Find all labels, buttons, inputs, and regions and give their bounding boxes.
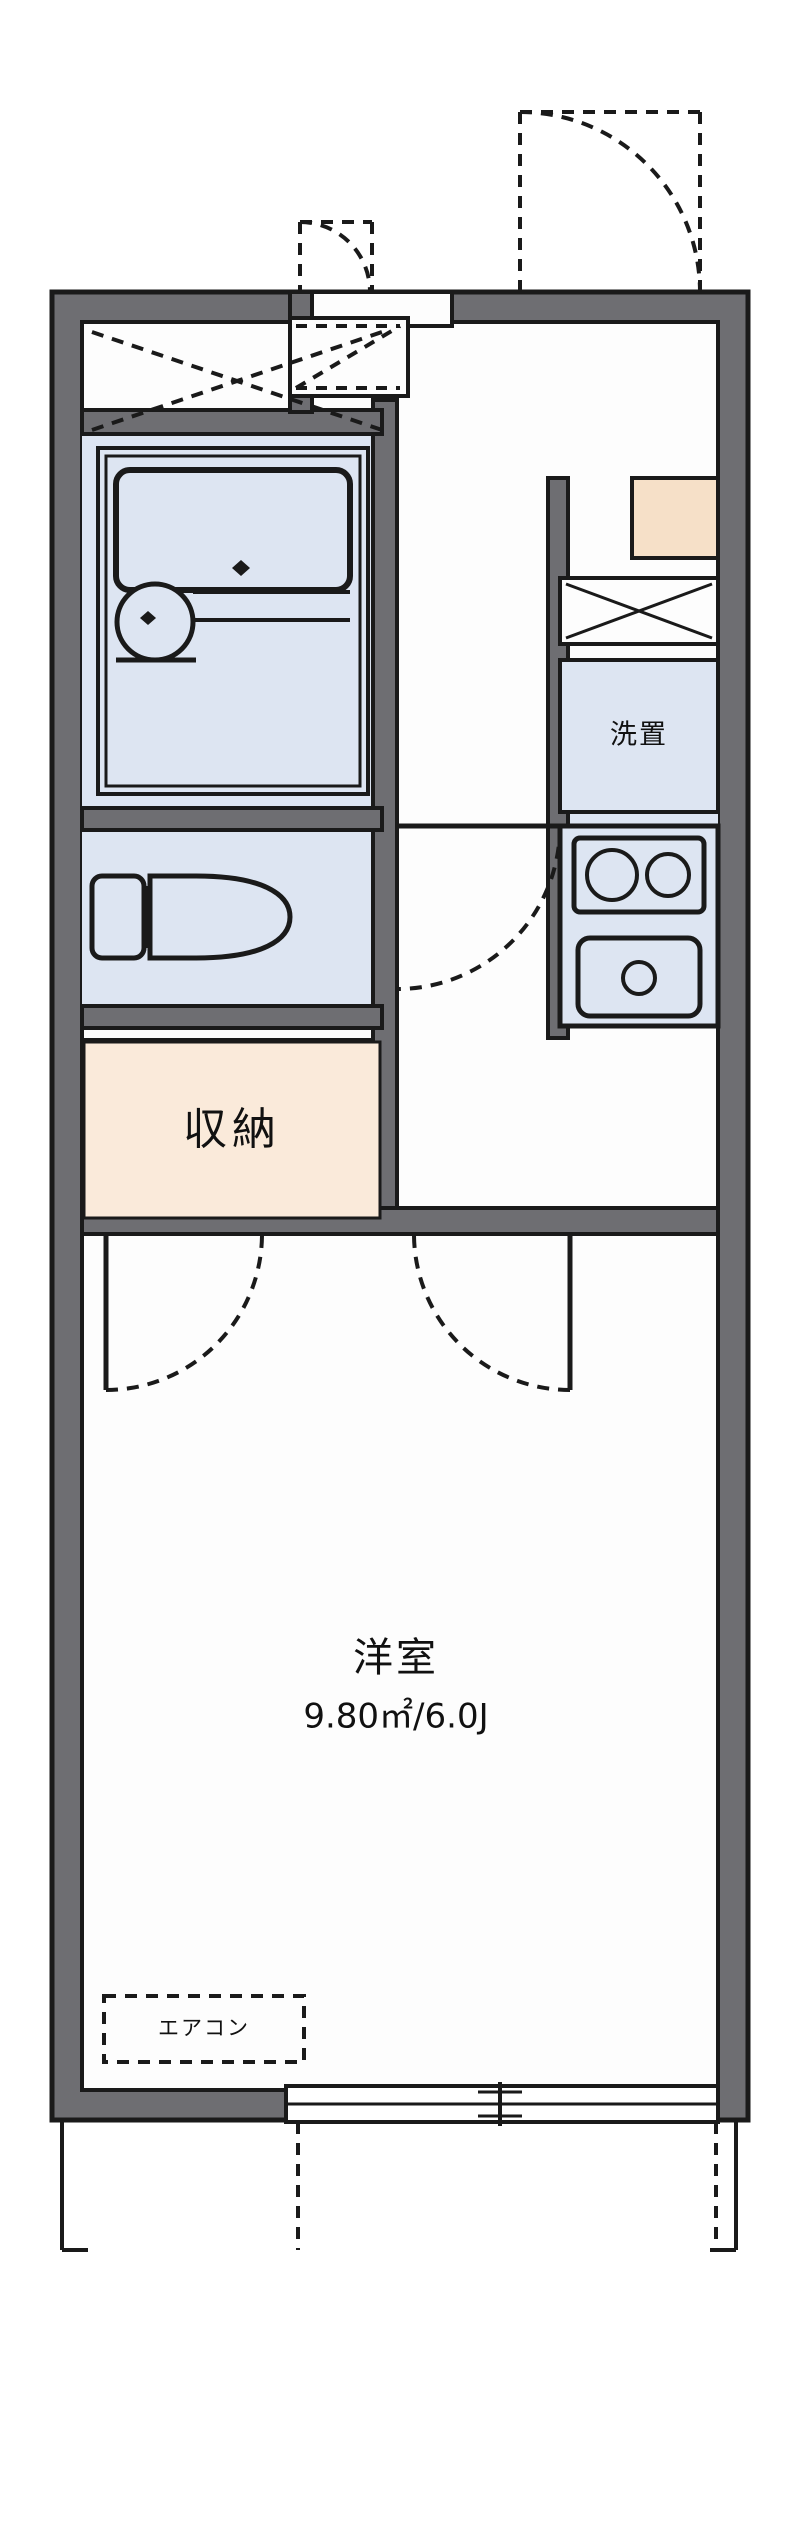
stove-burner-right-icon [645, 852, 691, 898]
storage-inner-outline [82, 1040, 382, 1220]
upper-cabinet-outline [558, 576, 720, 646]
upper-exterior-lines [300, 110, 702, 292]
room-door-arc [412, 1233, 571, 1392]
annotation-label-aircon: エアコン [158, 2016, 250, 2040]
refrigerator-space [630, 476, 720, 560]
bath-door-arc [396, 825, 562, 991]
closet-door-arc [105, 1233, 264, 1392]
kitchen-unit [557, 823, 721, 1029]
washer-space [558, 658, 720, 814]
toilet-bowl-icon [147, 873, 293, 961]
exterior-extension-lines [60, 2122, 738, 2252]
upper-cabinet-kitchen [558, 576, 720, 646]
room-label-sentaku: 洗置 [610, 720, 668, 751]
vanity-sink-icon [114, 581, 196, 663]
refrigerator-outline [630, 476, 720, 560]
bathtub-drain-icon [232, 560, 250, 576]
stove-burner-left-icon [585, 848, 639, 902]
room-label-youshitsu: 洋室 [353, 1635, 439, 1681]
room-label-shuunou: 収納 [183, 1104, 281, 1155]
interior-partitions [80, 290, 720, 1236]
toilet-tank-icon [89, 873, 147, 961]
vanity-drain-icon [140, 611, 156, 625]
aircon-dashed-box [102, 1994, 306, 2064]
window-x-line-2 [91, 330, 383, 432]
room-area-youshitsu: 9.80㎡/6.0J [303, 1697, 488, 1737]
entrance-door-arc [519, 110, 702, 293]
balcony-window [284, 2082, 720, 2126]
unit-bath [96, 446, 370, 796]
kitchen-sink-drain-icon [621, 960, 657, 996]
partition-wall-bath-toilet [80, 806, 384, 832]
storage-block [82, 1040, 382, 1220]
upper-cabinet-x2 [565, 582, 713, 640]
door-leaf-solids [103, 823, 573, 1390]
washer-space-outline [558, 658, 720, 814]
shoe-box-diagonal [294, 324, 402, 390]
partition-wall-toilet-storage [80, 1004, 384, 1030]
bathtub-outline [113, 467, 353, 593]
toilet-fixture [89, 873, 293, 961]
